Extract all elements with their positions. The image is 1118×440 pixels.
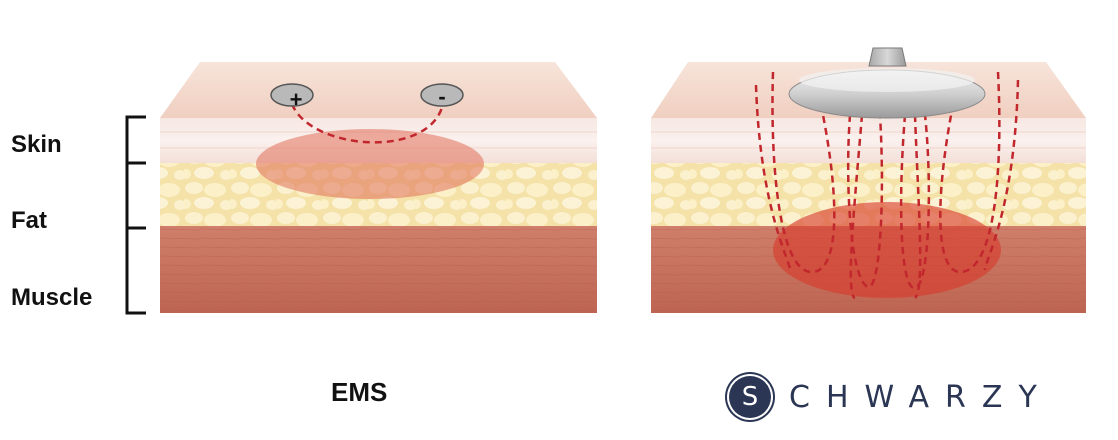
- ems-stimulation-zone: [256, 129, 484, 199]
- ems-caption: EMS: [331, 377, 388, 407]
- skin-label: Skin: [11, 131, 62, 158]
- negative-sign: -: [438, 84, 445, 109]
- skin-layer: [651, 118, 1086, 163]
- brand-name: CHWARZY: [789, 379, 1053, 415]
- applicator-device: [788, 47, 986, 119]
- skin-surface: [160, 62, 597, 118]
- fat-label: Fat: [11, 207, 47, 234]
- brand-logo: S CHWARZY: [729, 375, 1053, 419]
- layer-bracket: [125, 115, 146, 315]
- ems-current-path: [290, 103, 445, 144]
- muscle-label: Muscle: [11, 284, 93, 311]
- positive-electrode: [270, 83, 314, 107]
- magnetic-field-lines: [754, 71, 1020, 300]
- brand-initial: S: [741, 382, 759, 412]
- device-stimulation-zone: [773, 202, 1001, 298]
- device-tissue-block: [651, 47, 1086, 313]
- brand-badge-icon: S: [729, 376, 771, 418]
- positive-sign: +: [290, 87, 303, 112]
- ems-tissue-block: + -: [160, 62, 597, 313]
- negative-electrode: [420, 83, 464, 107]
